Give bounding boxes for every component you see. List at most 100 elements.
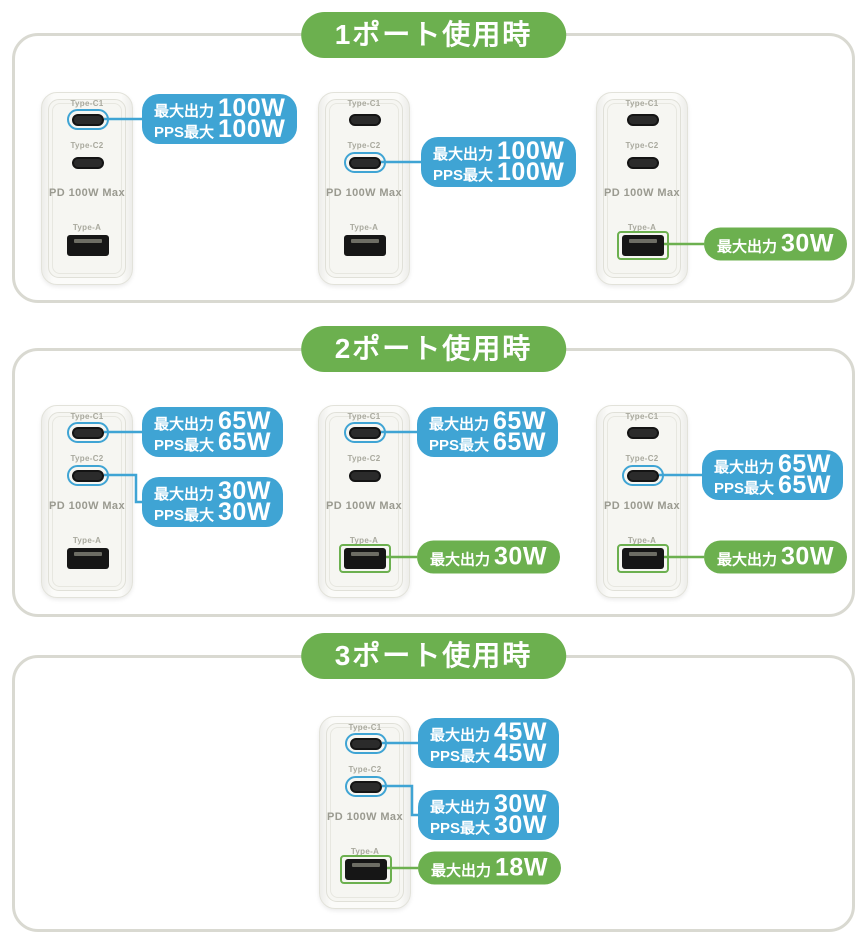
usb-a-contact <box>352 863 380 867</box>
callout-value: 45W <box>494 718 547 746</box>
type-c1-label: Type-C1 <box>348 723 382 732</box>
callout-value: 30W <box>218 477 271 505</box>
callout-prefix: 最大出力 <box>430 551 491 569</box>
callout-prefix: 最大出力 <box>717 551 778 569</box>
callout-prefix: PPS最大 <box>430 820 491 837</box>
callout-value: 30W <box>494 542 547 571</box>
usb-a-contact <box>74 552 102 556</box>
charger-body-label: PD 100W Max <box>326 500 402 512</box>
callout-prefix: PPS最大 <box>430 748 491 765</box>
type-a-label: Type-A <box>627 223 657 232</box>
port-highlight-ring <box>340 855 392 884</box>
charger-body-label: PD 100W Max <box>326 187 402 199</box>
charger-device: Type-C1 Type-C2 PD 100W Max Type-A <box>318 92 410 285</box>
type-c2-port <box>72 157 104 169</box>
callout-value: 30W <box>218 498 271 526</box>
type-c2-label: Type-C2 <box>625 454 659 463</box>
charger-face-inner-outline <box>329 103 399 274</box>
callout-value: 100W <box>497 137 565 165</box>
type-a-port <box>344 235 386 256</box>
type-c1-label: Type-C1 <box>625 99 659 108</box>
type-c1-label: Type-C1 <box>347 99 381 108</box>
callout-value: 45W <box>494 739 547 767</box>
type-a-port <box>345 859 387 880</box>
port-highlight-ring <box>339 544 391 573</box>
charger-face-inner-outline <box>607 416 677 587</box>
callout-value: 30W <box>494 811 547 839</box>
type-a-label: Type-A <box>72 223 102 232</box>
type-a-port <box>67 235 109 256</box>
section-title-1port: 1ポート使用時 <box>300 12 567 58</box>
type-c2-port <box>627 157 659 169</box>
callout-value: 100W <box>218 115 286 143</box>
section-title-3port: 3ポート使用時 <box>300 633 567 679</box>
callout-value: 30W <box>494 790 547 818</box>
charger-face-inner-outline <box>52 416 122 587</box>
charger-face-inner-outline <box>330 727 400 898</box>
usb-a-contact <box>629 552 657 556</box>
charger-body-label: PD 100W Max <box>49 500 125 512</box>
type-c2-label: Type-C2 <box>347 454 381 463</box>
callout-value: 65W <box>778 450 831 478</box>
callout-value: 65W <box>218 407 271 435</box>
callout-prefix: 最大出力 <box>714 459 775 476</box>
callout-prefix: 最大出力 <box>431 862 492 880</box>
callout-value: 65W <box>218 428 271 456</box>
type-c1-label: Type-C1 <box>347 412 381 421</box>
type-c2-label: Type-C2 <box>347 141 381 150</box>
section-title-2port: 2ポート使用時 <box>300 326 567 372</box>
callout-prefix: PPS最大 <box>154 437 215 454</box>
callout-prefix: 最大出力 <box>154 416 215 433</box>
callout-prefix: 最大出力 <box>433 146 494 163</box>
callout-prefix: 最大出力 <box>430 799 491 816</box>
type-a-label: Type-A <box>72 536 102 545</box>
type-c1-port <box>627 114 659 126</box>
callout-value: 65W <box>778 471 831 499</box>
charger-body-label: PD 100W Max <box>604 187 680 199</box>
callout-prefix: PPS最大 <box>154 507 215 524</box>
type-c1-port <box>349 114 381 126</box>
callout-prefix: PPS最大 <box>429 437 490 454</box>
charger-body-label: PD 100W Max <box>327 811 403 823</box>
type-a-port <box>622 235 664 256</box>
type-c1-label: Type-C1 <box>70 412 104 421</box>
callout-prefix: PPS最大 <box>714 480 775 497</box>
charger-device: Type-C1 Type-C2 PD 100W Max Type-A <box>596 92 688 285</box>
callout-value: 18W <box>495 853 548 882</box>
charger-face-inner-outline <box>607 103 677 274</box>
type-c1-label: Type-C1 <box>625 412 659 421</box>
type-a-label: Type-A <box>349 223 379 232</box>
callout-value: 30W <box>781 229 834 258</box>
callout-prefix: 最大出力 <box>430 727 491 744</box>
callout-value: 65W <box>493 407 546 435</box>
type-c1-label: Type-C1 <box>70 99 104 108</box>
type-c2-label: Type-C2 <box>70 454 104 463</box>
callout-prefix: 最大出力 <box>429 416 490 433</box>
charger-body-label: PD 100W Max <box>604 500 680 512</box>
charger-device: Type-C1 Type-C2 PD 100W Max Type-A <box>596 405 688 598</box>
type-c2-label: Type-C2 <box>70 141 104 150</box>
charger-device: Type-C1 Type-C2 PD 100W Max Type-A <box>318 405 410 598</box>
callout-prefix: 最大出力 <box>154 486 215 503</box>
type-c2-label: Type-C2 <box>348 765 382 774</box>
type-a-port <box>67 548 109 569</box>
charger-body-label: PD 100W Max <box>49 187 125 199</box>
type-a-label: Type-A <box>349 536 379 545</box>
charger-device: Type-C1 Type-C2 PD 100W Max Type-A <box>41 92 133 285</box>
type-a-port <box>344 548 386 569</box>
callout-prefix: PPS最大 <box>154 124 215 141</box>
